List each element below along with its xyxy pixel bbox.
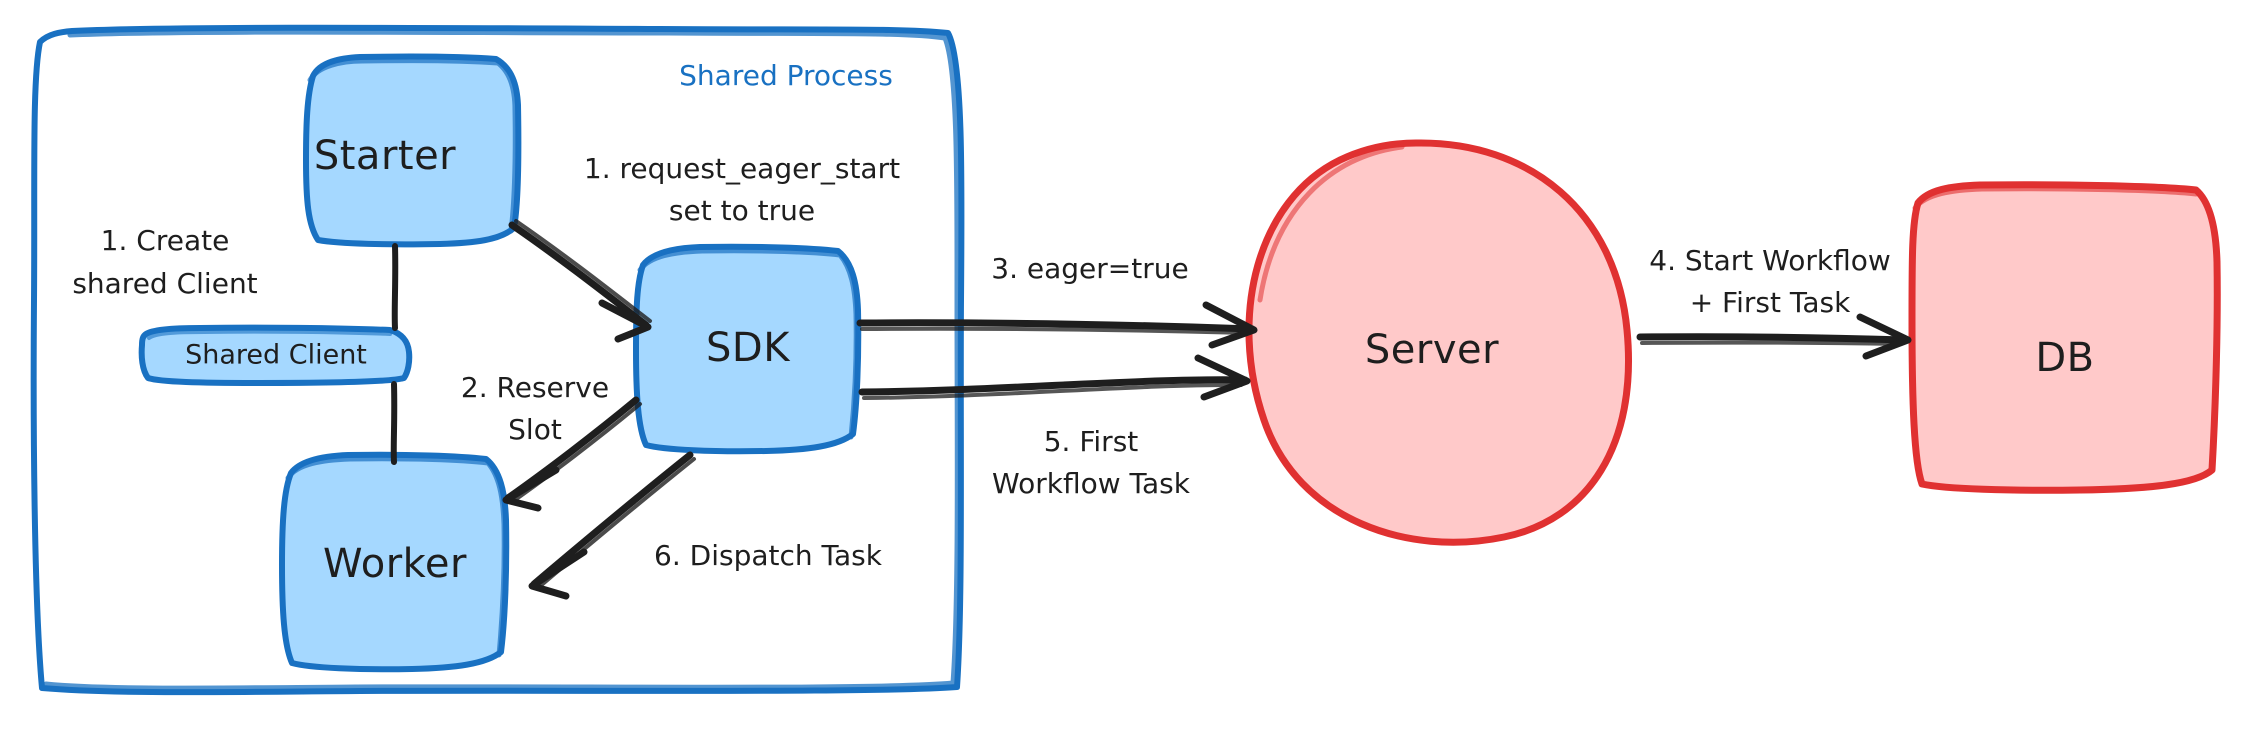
- edge-label-line2: set to true: [669, 194, 815, 227]
- edge-label-first-workflow-task: 5. First Workflow Task: [992, 425, 1191, 500]
- edge-shared-client-worker[interactable]: [390, 381, 398, 465]
- node-starter-label: Starter: [314, 133, 456, 179]
- node-sdk[interactable]: SDK: [633, 243, 862, 455]
- edge-reserve-slot[interactable]: [502, 396, 642, 512]
- node-shared-client[interactable]: Shared Client: [138, 324, 413, 386]
- edge-label-reserve-slot: 2. Reserve Slot: [461, 371, 609, 446]
- shared-process-label: Shared Process: [679, 59, 893, 92]
- node-db[interactable]: DB: [1908, 181, 2221, 494]
- edge-create-shared-client[interactable]: [391, 243, 399, 331]
- edge-label-line1: 2. Reserve: [461, 371, 609, 404]
- node-worker-label: Worker: [323, 541, 467, 587]
- edge-start-workflow-first-task[interactable]: [1636, 313, 1912, 360]
- edge-label-line2: shared Client: [72, 267, 257, 300]
- edge-first-workflow-task[interactable]: [858, 354, 1251, 401]
- edge-label-line1: 6. Dispatch Task: [654, 539, 883, 572]
- edge-label-dispatch-task: 6. Dispatch Task: [654, 539, 883, 572]
- node-db-label: DB: [2035, 335, 2094, 381]
- edge-label-line2: Slot: [508, 413, 562, 446]
- edge-label-line2: + First Task: [1690, 286, 1851, 319]
- edge-label-line1: 1. Create: [101, 224, 230, 257]
- edge-label-line2: Workflow Task: [992, 467, 1191, 500]
- node-server-label: Server: [1365, 327, 1499, 373]
- edge-label-start-workflow-first-task: 4. Start Workflow + First Task: [1649, 244, 1891, 319]
- edge-label-request-eager-start: 1. request_eager_start set to true: [584, 152, 900, 227]
- edge-label-line1: 3. eager=true: [991, 252, 1188, 285]
- edge-eager-true[interactable]: [856, 301, 1258, 349]
- edge-label-eager-true: 3. eager=true: [991, 252, 1188, 285]
- shared-process-container[interactable]: Shared Process: [30, 24, 965, 696]
- node-worker[interactable]: Worker: [279, 451, 510, 673]
- edge-dispatch-task[interactable]: [528, 451, 696, 600]
- node-sdk-label: SDK: [706, 325, 791, 371]
- node-starter[interactable]: Starter: [303, 53, 522, 248]
- edge-request-eager-start[interactable]: [508, 219, 652, 343]
- edge-label-create-shared-client: 1. Create shared Client: [72, 224, 257, 300]
- edge-label-line1: 4. Start Workflow: [1649, 244, 1891, 277]
- edge-label-line1: 5. First: [1044, 425, 1139, 458]
- node-server[interactable]: Server: [1245, 139, 1632, 546]
- node-shared-client-label: Shared Client: [185, 340, 367, 371]
- edge-label-line1: 1. request_eager_start: [584, 152, 900, 185]
